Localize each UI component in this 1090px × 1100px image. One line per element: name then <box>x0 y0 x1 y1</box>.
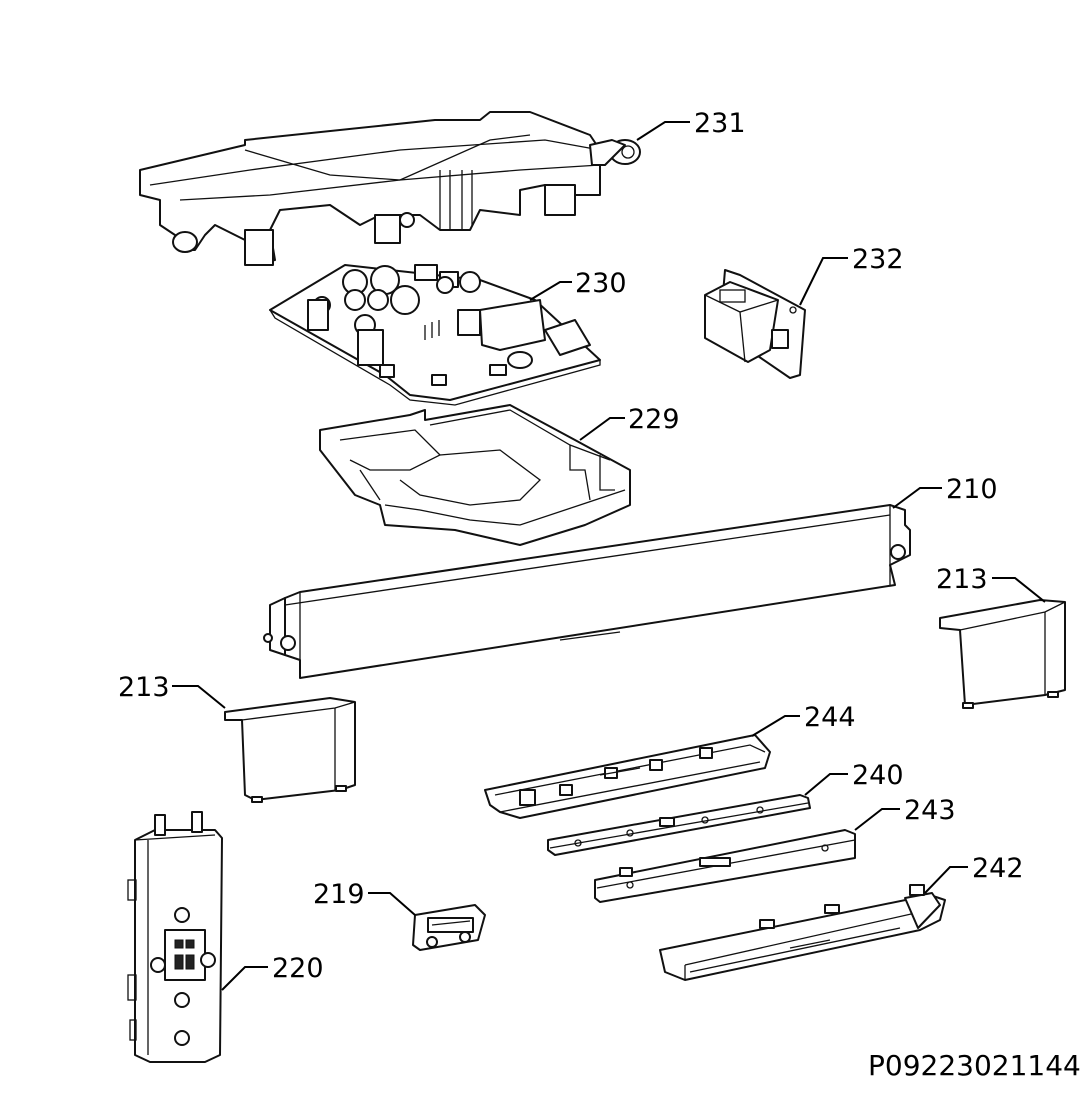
callout-231: 231 <box>694 108 746 139</box>
part-210-front-panel <box>263 504 911 679</box>
part-213-end-cap-right <box>939 599 1066 709</box>
leader-232 <box>799 257 848 306</box>
callout-213-left: 213 <box>118 672 170 703</box>
part-230-circuit-board <box>269 264 601 406</box>
callout-240: 240 <box>852 760 904 791</box>
leader-242 <box>924 866 968 894</box>
part-220-control-module <box>127 811 223 1063</box>
leader-213r <box>992 577 1046 603</box>
part-244-control-strip <box>484 734 771 819</box>
part-240-rail <box>547 794 811 856</box>
part-231-frame <box>139 111 641 266</box>
callout-210: 210 <box>946 474 998 505</box>
callout-230: 230 <box>575 268 627 299</box>
part-219-clip <box>412 904 486 951</box>
part-242-trough <box>659 884 946 981</box>
callout-220: 220 <box>272 953 324 984</box>
callout-213-right: 213 <box>936 564 988 595</box>
callout-243: 243 <box>904 795 956 826</box>
leader-229 <box>579 417 625 441</box>
callout-244: 244 <box>804 702 856 733</box>
leader-240 <box>804 773 848 796</box>
leader-213l <box>172 685 226 709</box>
leader-230 <box>529 281 572 301</box>
leader-210 <box>892 487 942 509</box>
leader-231 <box>636 121 690 141</box>
callout-229: 229 <box>628 404 680 435</box>
part-232-transformer <box>704 269 806 379</box>
diagram-code: P09223021144 <box>868 1049 1081 1082</box>
leader-220 <box>221 966 268 991</box>
leader-244 <box>751 715 800 737</box>
part-243-panel-strip <box>594 829 856 903</box>
leader-219 <box>368 892 416 916</box>
part-213-end-cap-left <box>224 697 356 803</box>
leader-243 <box>854 808 900 831</box>
callout-219: 219 <box>313 879 365 910</box>
callout-232: 232 <box>852 244 904 275</box>
part-229-tray <box>319 404 631 546</box>
callout-242: 242 <box>972 853 1024 884</box>
